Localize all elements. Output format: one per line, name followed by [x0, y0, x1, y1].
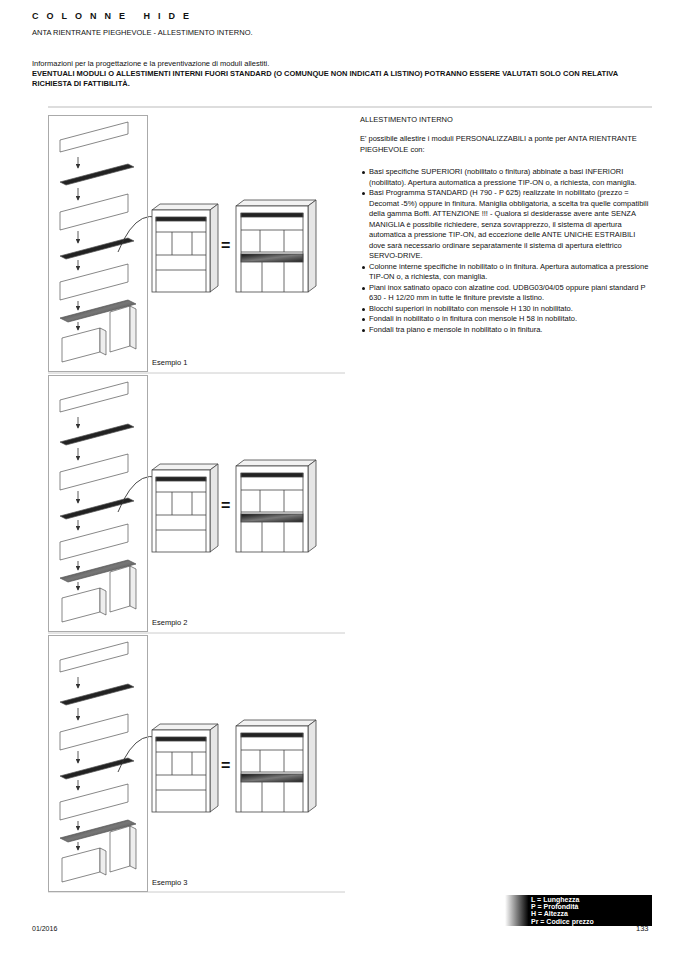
- example-panel: Esempio 3: [48, 635, 148, 892]
- bullet-dot: [362, 266, 365, 269]
- info-line: Informazioni per la progettazione e la p…: [32, 59, 269, 70]
- example-label: Esempio 2: [152, 618, 187, 628]
- bullet-dot: [362, 308, 365, 311]
- example-label: Esempio 3: [152, 878, 187, 888]
- bullet-text: Colonne interne specifiche in nobilitato…: [369, 262, 652, 283]
- example-panel: Esempio 1: [48, 115, 148, 372]
- equals-sign: =: [221, 758, 230, 774]
- key-text: P = Profondità: [531, 903, 648, 910]
- bullet-text: Basi Programma STANDARD (H 790 - P 625) …: [369, 188, 652, 262]
- equals-sign: =: [221, 238, 230, 254]
- section-heading: ALLESTIMENTO INTERNO: [360, 115, 453, 126]
- bullet-dot: [362, 171, 365, 174]
- page-title: COLONNE HIDE: [32, 11, 197, 21]
- bullet-text: Blocchi superiori in nobilitato con mens…: [369, 304, 652, 315]
- key-text: H = Altezza: [531, 910, 648, 917]
- key-box: L = LunghezzaP = ProfonditàH = AltezzaPr…: [505, 895, 652, 926]
- bullet-text: Fondali tra piano e mensole in nobilitat…: [369, 325, 652, 336]
- equals-sign: =: [221, 498, 230, 514]
- key-text: L = Lunghezza: [531, 896, 648, 903]
- subtitle: ANTA RIENTRANTE PIEGHEVOLE - ALLESTIMENT…: [32, 28, 253, 39]
- key-text: Pr = Codice prezzo: [531, 918, 648, 925]
- bullet-text: Basi specifiche SUPERIORI (nobilitato o …: [369, 167, 652, 188]
- bullet-text: Piani inox satinato opaco con alzatine c…: [369, 283, 652, 304]
- bullet-text: Fondali in nobilitato o in finitura con …: [369, 314, 652, 325]
- bullet-dot: [362, 287, 365, 290]
- warning-note: EVENTUALI MODULI O ALLESTIMENTI INTERNI …: [32, 69, 652, 89]
- bullet-dot: [362, 329, 365, 332]
- example-label: Esempio 1: [152, 358, 187, 368]
- intro-paragraph: E' possibile allestire i moduli PERSONAL…: [360, 134, 650, 155]
- bullet-dot: [362, 192, 365, 195]
- example-panel: Esempio 2: [48, 375, 148, 632]
- bullet-dot: [362, 318, 365, 321]
- date-code: 01/2016: [32, 924, 57, 933]
